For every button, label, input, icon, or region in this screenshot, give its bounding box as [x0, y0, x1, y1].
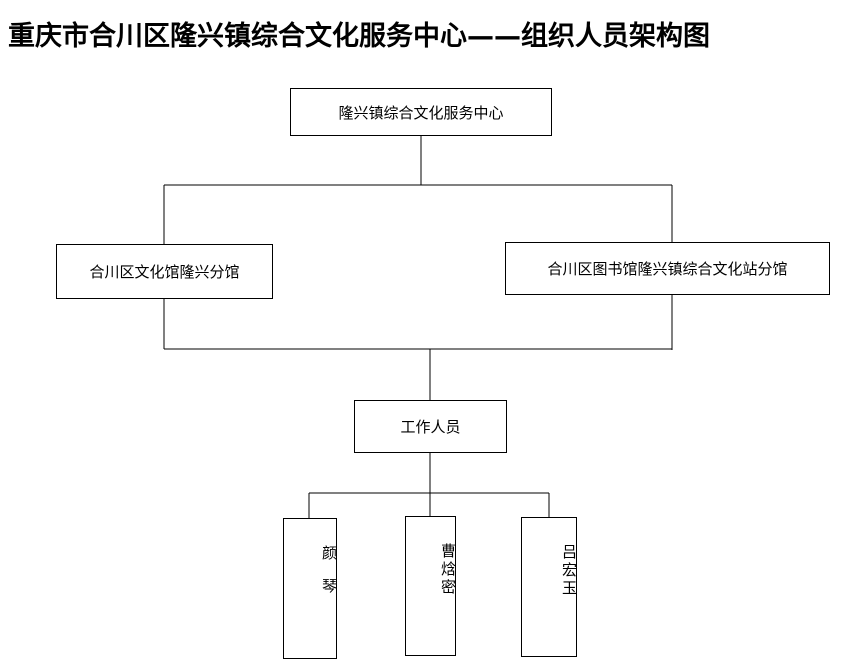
person-node-1: 颜琴 [283, 518, 338, 659]
person-1-name: 颜琴 [320, 545, 338, 611]
left-branch-label: 合川区文化馆隆兴分馆 [89, 263, 240, 281]
person-2-name: 曹焓密 [439, 543, 457, 597]
person-3-name: 吕宏玉 [560, 544, 578, 598]
page-title: 重庆市合川区隆兴镇综合文化服务中心——组织人员架构图 [8, 21, 710, 52]
staff-node-label: 工作人员 [400, 418, 461, 436]
right-branch-node: 合川区图书馆隆兴镇综合文化站分馆 [505, 242, 830, 295]
person-node-2: 曹焓密 [405, 516, 457, 656]
root-node: 隆兴镇综合文化服务中心 [290, 88, 552, 136]
right-branch-label: 合川区图书馆隆兴镇综合文化站分馆 [547, 260, 788, 278]
staff-node: 工作人员 [354, 400, 507, 453]
left-branch-node: 合川区文化馆隆兴分馆 [56, 244, 273, 299]
person-node-3: 吕宏玉 [521, 517, 578, 657]
root-node-label: 隆兴镇综合文化服务中心 [338, 103, 504, 122]
